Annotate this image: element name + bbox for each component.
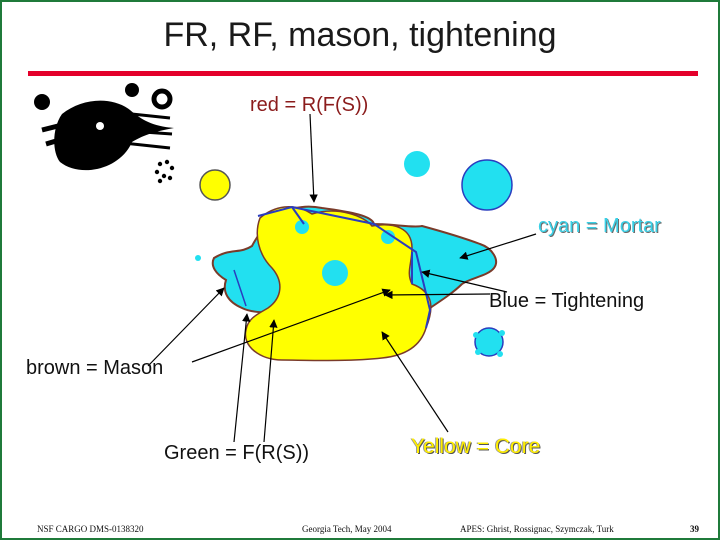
slide-title: FR, RF, mason, tightening	[163, 16, 557, 54]
footer-middle: Georgia Tech, May 2004	[302, 524, 392, 534]
pointer-arrows	[147, 113, 537, 443]
cyan-blob-large	[461, 159, 513, 211]
title-rule	[28, 71, 698, 76]
label-blue: Blue = Tightening	[489, 290, 645, 312]
label-brown: brown = Mason	[26, 357, 164, 379]
footer-right: APES: Ghrist, Rossignac, Szymczak, Turk	[460, 524, 614, 534]
page-number: 39	[690, 524, 699, 534]
core-spot	[322, 260, 348, 286]
yellow-blob	[199, 169, 231, 201]
cyan-blob-small	[404, 151, 430, 177]
apes-logo-icon	[34, 83, 175, 184]
label-yellow: Yellow = Core	[411, 435, 541, 458]
label-cyan: cyan = Mortar	[538, 215, 661, 237]
footer-left: NSF CARGO DMS-0138320	[37, 524, 144, 534]
tightening-boundary	[257, 205, 432, 329]
cyan-blob-right	[473, 327, 505, 357]
label-red: red = R(F(S))	[250, 94, 369, 116]
label-green: Green = F(R(S))	[164, 442, 310, 464]
